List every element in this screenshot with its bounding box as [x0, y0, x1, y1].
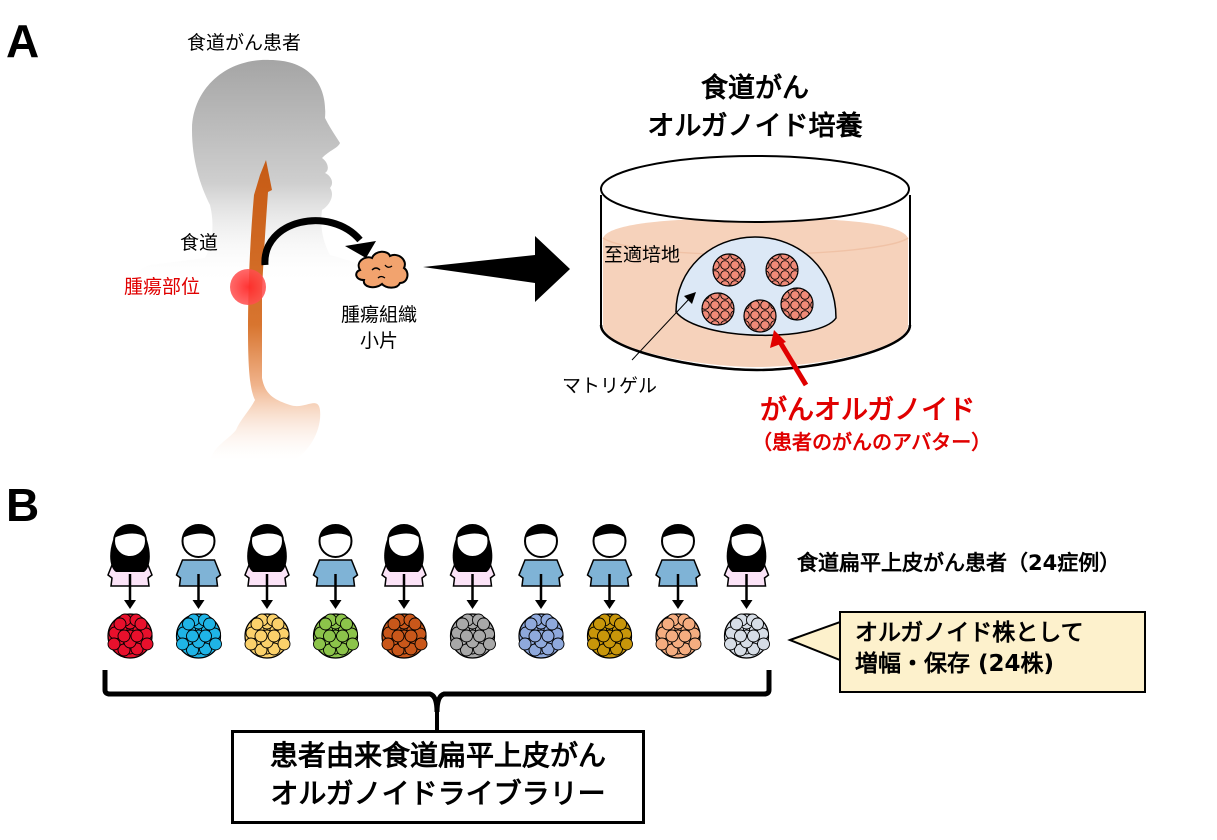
matrigel-label: マトリゲル [562, 375, 658, 397]
hair [182, 524, 215, 538]
tumor-site-label: 腫瘍部位 [124, 276, 201, 298]
shirt [655, 559, 701, 587]
down-arrow-head [398, 600, 410, 609]
curved-arrow-icon [261, 217, 376, 266]
patient-organoid-icon [312, 613, 359, 659]
down-arrow-head [466, 600, 479, 609]
down-arrow-head [535, 600, 547, 609]
patient-organoid-icon [244, 613, 291, 659]
down-arrow-head [740, 600, 753, 609]
hair [525, 524, 557, 538]
shirt [586, 559, 633, 587]
panel-a-label: A [6, 15, 40, 67]
patients-row [107, 524, 770, 609]
patient-organoid-icon [107, 613, 154, 659]
down-arrow-head [672, 600, 684, 609]
organoid-row [107, 613, 770, 659]
hair [388, 524, 420, 538]
hair [251, 524, 283, 538]
organoid-library-box: 患者由来食道扁平上皮がん オルガノイドライブラリー [231, 730, 645, 824]
organoids-in-dish [701, 253, 814, 333]
patient-figure-icon [655, 524, 701, 609]
culture-title-line2: オルガノイド培養 [647, 111, 863, 142]
tumor-tissue-fragment-icon [355, 250, 409, 289]
organoid-cluster-icon [780, 287, 814, 321]
organoid-cluster-icon [765, 253, 799, 287]
organoid-lines-callout: オルガノイド株として 増幅・保存 (24株) [839, 611, 1146, 693]
esophagus-label: 食道 [180, 232, 219, 254]
patient-figure-icon [449, 524, 496, 609]
patient-figure-icon [244, 524, 290, 609]
medium-label: 至適培地 [604, 244, 681, 266]
patient-figure-icon [312, 524, 359, 609]
shirt [312, 559, 359, 587]
callout-pointer [787, 620, 841, 662]
down-arrow-head [329, 600, 342, 609]
culture-title-line1: 食道がん [701, 73, 809, 104]
shirt [518, 559, 564, 587]
patient-figure-icon [107, 524, 153, 609]
hair [593, 524, 626, 538]
down-arrow-head [603, 600, 616, 609]
patient-organoid-icon [586, 613, 633, 659]
shirt [175, 559, 222, 587]
panel-b-label: B [6, 479, 40, 531]
tissue-fragment-label: 腫瘍組織 小片 [331, 302, 427, 354]
culture-title: 食道がん オルガノイド培養 [600, 70, 910, 146]
tissue-label-line1: 腫瘍組織 [340, 304, 417, 326]
patient-figure-icon [175, 524, 222, 609]
callout-line1: オルガノイド株として [855, 620, 1084, 646]
organoid-cluster-icon [701, 292, 735, 326]
library-line2: オルガノイドライブラリー [270, 777, 606, 810]
cancer-organoid-label: がんオルガノイド [760, 395, 976, 426]
hair [662, 524, 694, 538]
hair [730, 524, 763, 538]
patient-organoid-icon [518, 613, 565, 659]
cancer-organoid-sublabel: （患者のがんのアバター） [752, 430, 992, 454]
patients-caption: 食道扁平上皮がん患者（24症例） [797, 551, 1121, 575]
tissue-label-line2: 小片 [359, 330, 398, 352]
esophagus-icon [210, 160, 321, 460]
patient-organoid-icon [381, 613, 428, 659]
hair [114, 524, 146, 538]
patient-figure-icon [586, 524, 633, 609]
library-line1: 患者由来食道扁平上皮がん [269, 739, 606, 772]
organoid-cluster-icon [743, 299, 777, 333]
hair [319, 524, 352, 538]
hair [456, 524, 489, 538]
patient-organoid-icon [175, 613, 222, 659]
big-right-arrow-icon [423, 236, 570, 302]
patient-organoid-icon [449, 613, 496, 659]
down-arrow-head [261, 600, 273, 609]
callout-line2: 増幅・保存 (24株) [855, 651, 1055, 677]
patient-organoid-icon [655, 613, 702, 659]
organoid-cluster-icon [712, 253, 746, 287]
tumor-site-marker [230, 269, 266, 305]
patient-figure-icon [518, 524, 564, 609]
patient-organoid-icon [723, 613, 770, 659]
organoid-pointer-arrow-icon [770, 330, 809, 387]
patient-figure-icon [381, 524, 427, 609]
patient-title: 食道がん患者 [187, 32, 302, 54]
down-arrow-head [192, 600, 205, 609]
matrigel-pointer-arrow-icon [631, 292, 696, 361]
patient-figure-icon [723, 524, 770, 609]
down-arrow-head [124, 600, 136, 609]
